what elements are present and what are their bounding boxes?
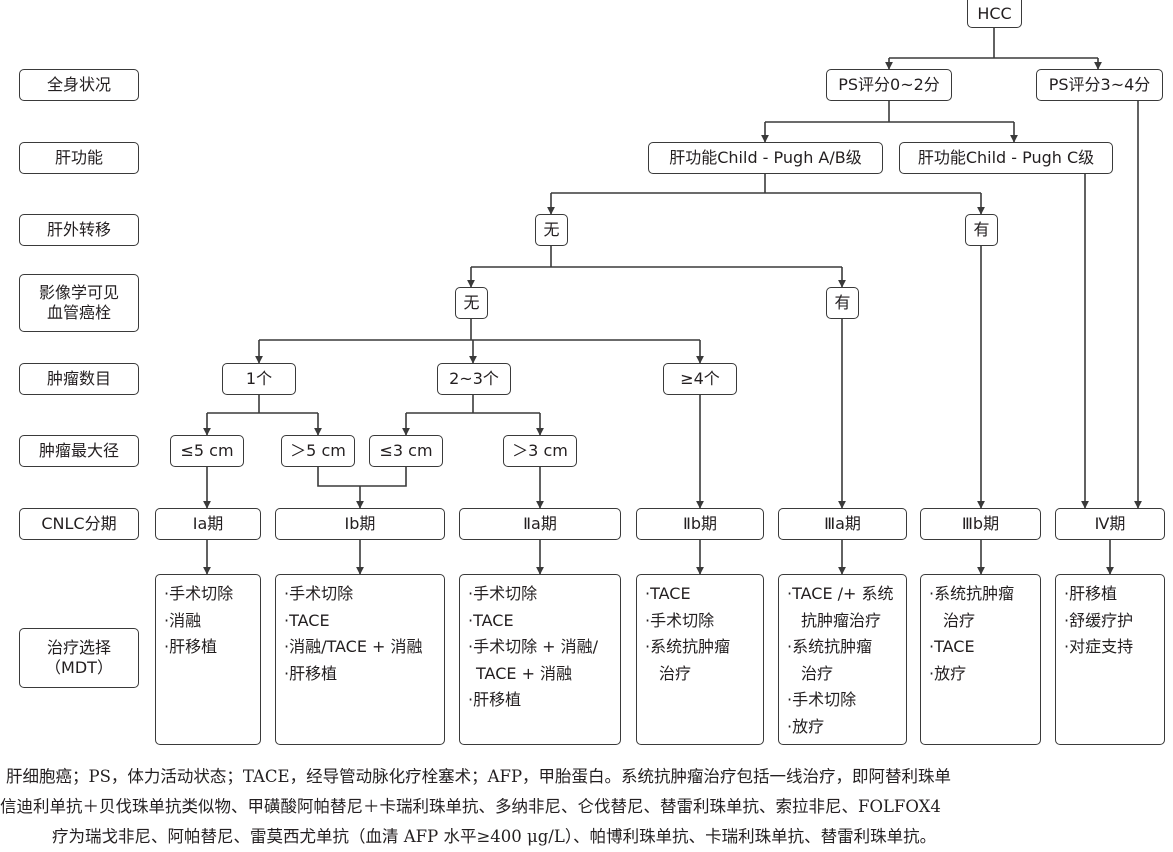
treatment-item: ·舒缓疗护 xyxy=(1064,610,1134,630)
treatment-ib: ·手术切除 ·TACE ·消融/TACE + 消融 ·肝移植 xyxy=(275,574,445,745)
treatment-iiia: ·TACE /+ 系统 抗肿瘤治疗 ·系统抗肿瘤 治疗 ·手术切除 ·放疗 xyxy=(778,574,907,745)
treatment-item: ·系统抗肿瘤 xyxy=(645,637,731,656)
treatment-item: ·TACE xyxy=(468,610,514,630)
node-thrombus-yes: 有 xyxy=(826,287,859,319)
treatment-item: ·系统抗肿瘤 xyxy=(787,637,873,656)
treatment-iiib: ·系统抗肿瘤 治疗 ·TACE ·放疗 xyxy=(920,574,1041,745)
treatment-iv: ·肝移植 ·舒缓疗护 ·对症支持 xyxy=(1055,574,1165,745)
caption-line: 肝细胞癌；PS，体力活动状态；TACE，经导管动脉化疗栓塞术；AFP，甲胎蛋白。… xyxy=(6,767,952,786)
treatment-item: ·放疗 xyxy=(787,716,825,736)
treatment-item: 治疗 xyxy=(943,610,976,630)
treatment-item: ·放疗 xyxy=(929,663,967,683)
node-ps-3-4: PS评分3~4分 xyxy=(1036,69,1163,101)
treatment-item: ·手术切除 xyxy=(164,584,234,603)
stage-iiib: Ⅲb期 xyxy=(920,508,1041,540)
treatment-item: ·肝移植 xyxy=(468,690,522,709)
node-thrombus-no: 无 xyxy=(455,287,488,319)
treatment-item: ·TACE xyxy=(284,610,330,630)
treatment-item: ·手术切除 + 消融/ xyxy=(468,637,599,656)
row-label-tumor-count: 肿瘤数目 xyxy=(19,363,139,395)
stage-ia: Ⅰa期 xyxy=(155,508,261,540)
treatment-item: ·TACE xyxy=(929,637,975,656)
treatment-item: ·手术切除 xyxy=(284,584,354,603)
row-label-vascular-thrombus: 影像学可见 血管癌栓 xyxy=(19,274,139,332)
treatment-item: 抗肿瘤治疗 xyxy=(801,610,882,630)
treatment-item: ·TACE xyxy=(645,584,691,603)
stage-iiia: Ⅲa期 xyxy=(778,508,907,540)
treatment-item: ·手术切除 xyxy=(645,610,715,630)
treatment-item: 治疗 xyxy=(801,663,834,683)
treatment-item: ·肝移植 xyxy=(164,637,218,656)
treatment-iib: ·TACE ·手术切除 ·系统抗肿瘤 治疗 xyxy=(636,574,764,745)
node-diameter-le3: ≤3 cm xyxy=(369,435,443,467)
node-child-pugh-c: 肝功能Child - Pugh C级 xyxy=(899,142,1113,174)
treatment-item: ·TACE /+ 系统 xyxy=(787,584,894,603)
row-label-general-status: 全身状况 xyxy=(19,69,139,101)
node-count-1: 1个 xyxy=(222,363,296,395)
edge-diamgt5-join xyxy=(317,467,407,487)
treatment-item: ·肝移植 xyxy=(1064,584,1118,603)
node-count-2-3: 2~3个 xyxy=(437,363,511,395)
stage-iib: Ⅱb期 xyxy=(636,508,764,540)
treatment-ia: ·手术切除 ·消融 ·肝移植 xyxy=(155,574,261,745)
treatment-item: ·肝移植 xyxy=(284,663,338,683)
treatment-item: ·手术切除 xyxy=(468,584,538,603)
row-label-tumor-diameter: 肿瘤最大径 xyxy=(19,435,139,467)
caption-line: 疗为瑞戈非尼、阿帕替尼、雷莫西尤单抗（血清 AFP 水平≥400 μg/L）、帕… xyxy=(52,827,937,846)
figure-caption: 肝细胞癌；PS，体力活动状态；TACE，经导管动脉化疗栓塞术；AFP，甲胎蛋白。… xyxy=(0,762,1173,852)
node-metastasis-no: 无 xyxy=(535,214,568,246)
treatment-item: 治疗 xyxy=(659,663,692,683)
row-label-extrahepatic-metastasis: 肝外转移 xyxy=(19,214,139,246)
treatment-item: ·对症支持 xyxy=(1064,637,1134,656)
node-child-pugh-ab: 肝功能Child - Pugh A/B级 xyxy=(648,142,883,174)
node-diameter-le5: ≤5 cm xyxy=(170,435,244,467)
node-metastasis-yes: 有 xyxy=(965,214,998,246)
node-diameter-gt5: ＞5 cm xyxy=(281,435,355,467)
row-label-treatment: 治疗选择 （MDT） xyxy=(19,628,139,688)
treatment-item: TACE + 消融 xyxy=(476,663,573,683)
treatment-item: ·系统抗肿瘤 xyxy=(929,584,1015,603)
stage-ib: Ⅰb期 xyxy=(275,508,445,540)
node-count-4plus: ≥4个 xyxy=(663,363,737,395)
caption-line: 信迪利单抗＋贝伐珠单抗类似物、甲磺酸阿帕替尼＋卡瑞利珠单抗、多纳非尼、仑伐替尼、… xyxy=(0,797,941,816)
row-label-cnlc-stage: CNLC分期 xyxy=(19,508,139,540)
stage-iia: Ⅱa期 xyxy=(459,508,621,540)
stage-iv: Ⅳ期 xyxy=(1055,508,1165,540)
row-label-liver-function: 肝功能 xyxy=(19,142,139,174)
node-ps-0-2: PS评分0~2分 xyxy=(826,69,952,101)
treatment-item: ·消融 xyxy=(164,610,202,630)
node-diameter-gt3: ＞3 cm xyxy=(503,435,577,467)
node-hcc: HCC xyxy=(967,0,1022,28)
treatment-iia: ·手术切除 ·TACE ·手术切除 + 消融/ TACE + 消融 ·肝移植 xyxy=(459,574,621,745)
treatment-item: ·手术切除 xyxy=(787,690,857,709)
treatment-item: ·消融/TACE + 消融 xyxy=(284,637,423,656)
